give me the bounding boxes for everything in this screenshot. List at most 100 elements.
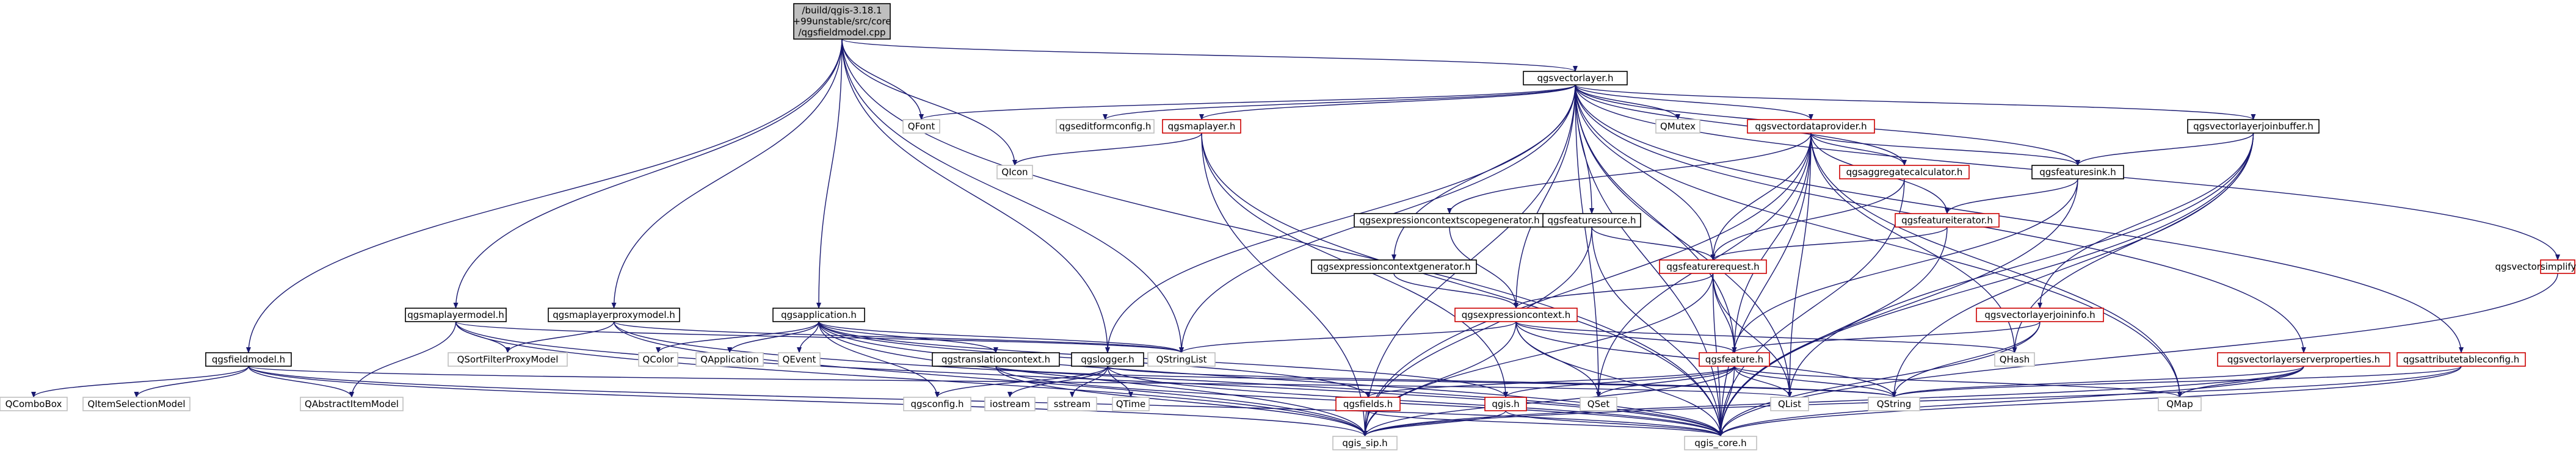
edge-qgsvectordataprovider-to-qgsfeature [1732,132,1812,353]
node-label: qgsexpressioncontext.h [1462,309,1571,320]
node-qgis[interactable]: qgis.h [1484,397,1527,411]
node-label: qgsapplication.h [781,309,857,320]
node-label: qgsmaplayer.h [1168,121,1236,132]
node-qapplication: QApplication [695,352,764,367]
edge-qgsvectordataprovider-to-qgsfeaturesink [1810,132,2080,166]
edge-qgsvectordataprovider-to-qmap [1810,132,2182,398]
edge-qgsvectorlayerjoinbuffer-to-qgsvectorlayerjoininfo [2037,132,2254,309]
node-label: QStringList [1156,354,1207,365]
edge-root-to-qgsvectorlayer [841,38,1578,72]
node-qgsmaplayer[interactable]: qgsmaplayer.h [1162,119,1241,134]
node-qgsfeaturesink[interactable]: qgsfeaturesink.h [2031,165,2124,179]
edge-qgsexpressioncontext-to-qstringlist [1179,321,1517,353]
edge-qgsmaplayermodel-to-qstringlist [455,321,1184,353]
edge-root-to-qgsmaplayermodel [453,38,843,309]
node-qgsexpressioncontextgenerator[interactable]: qgsexpressioncontextgenerator.h [1311,259,1477,274]
edge-qgsmaplayerproxymodel-to-qgis_sip [613,321,1368,437]
node-qgseditformconfig: qgseditformconfig.h [1056,119,1155,134]
node-qgsattributetableconfig[interactable]: qgsattributetableconfig.h [2396,352,2526,367]
edge-qgsfeature-to-qstring [1733,366,1896,398]
node-label: QApplication [700,354,759,365]
edge-qgsfeature-to-qlist [1733,366,1792,398]
edge-qgsmaplayermodel-to-qabstractitemmodel [349,321,457,398]
node-qgsfeaturerequest[interactable]: qgsfeaturerequest.h [1659,259,1767,274]
node-qcombobox: QComboBox [0,397,68,411]
node-qgsexpressioncontext[interactable]: qgsexpressioncontext.h [1454,308,1578,322]
node-label: QItemSelectionModel [87,399,185,410]
node-qgsvectorlayer[interactable]: qgsvectorlayer.h [1523,71,1628,85]
node-label: QSortFilterProxyModel [457,354,559,365]
edge-qgsfieldmodel-to-qabstractitemmodel [248,366,354,398]
node-qgsfieldmodel[interactable]: qgsfieldmodel.h [205,352,292,367]
node-qstringlist: QStringList [1147,352,1216,367]
node-qgsvectorlayerjoininfo[interactable]: qgsvectorlayerjoininfo.h [1976,308,2104,322]
edge-qgsapplication-to-qstringlist [818,321,1184,353]
edge-qgsvectorlayer-to-qgsaggregatecalculator [1575,84,1907,166]
node-label: qgsfieldmodel.h [212,354,285,365]
root-file-node[interactable]: /build/qgis-3.18.1 +99unstable/src/core … [793,3,891,40]
edge-qgsfeatureiterator-to-qgis_core [1718,226,1948,437]
node-qgslogger[interactable]: qgslogger.h [1071,352,1144,367]
edge-qgsmaplayer-to-qicon [1012,132,1202,166]
node-qgsfields[interactable]: qgsfields.h [1335,397,1401,411]
edge-qgslogger-to-qgsconfig [935,366,1108,398]
edge-qgsfeatureiterator-to-qgsfeaturerequest [1710,226,1948,261]
node-qgstranslationcontext[interactable]: qgstranslationcontext.h [932,352,1060,367]
node-label: qgsexpressioncontextgenerator.h [1317,261,1470,272]
edge-qgsfeature-to-qgis_sip [1362,366,1735,437]
dependency-edges [31,38,2560,437]
node-qgsvectorlayerjoinbuffer[interactable]: qgsvectorlayerjoinbuffer.h [2187,119,2320,134]
edge-qgslogger-to-sstream [1070,366,1108,398]
node-qgsconfig: qgsconfig.h [903,397,971,411]
edge-qgsmaplayer-to-qgis_core [1201,132,1723,437]
node-qgsmaplayermodel[interactable]: qgsmaplayermodel.h [405,308,507,322]
edge-root-to-qfont [841,38,924,120]
node-label: qgsmaplayerproxymodel.h [553,309,675,320]
node-label: qgsfeature.h [1705,354,1763,365]
edge-qgsfeaturesource-to-qgsfeaturerequest [1591,226,1716,261]
edge-qgis-to-qgis_sip [1362,410,1506,437]
edge-qgsvectorlayerserverproperties-to-qstring [1892,366,2304,398]
edge-qgsfeaturerequest-to-qgsexpressioncontext [1514,273,1714,309]
node-label: QList [1778,399,1801,410]
node-label: qgsfeaturerequest.h [1666,261,1759,272]
edge-qgsfieldmodel-to-qcombobox [31,366,249,398]
node-qgsexpressioncontextscopegenerator[interactable]: qgsexpressioncontextscopegenerator.h [1354,213,1545,228]
node-label: qgsvectorlayerserverproperties.h [2227,354,2380,365]
node-qgsvectordataprovider[interactable]: qgsvectordataprovider.h [1747,119,1875,134]
node-iostream: iostream [984,397,1036,411]
node-qset: QSet [1580,397,1617,411]
edge-qgsmaplayerproxymodel-to-qstringlist [613,321,1184,353]
edge-root-to-qgslogger [841,38,1110,353]
edge-qgsvectorlayerjoinbuffer-to-qgis_core [1718,132,2254,437]
edge-qgsvectordataprovider-to-qlist [1787,132,1812,398]
node-qgsvectorsimplifymethod[interactable]: qgsvectorsimplifymethod.h [2495,259,2576,274]
node-qgsfeaturesource[interactable]: qgsfeaturesource.h [1542,213,1641,228]
edge-qgsvectorlayer-to-qgseditformconfig [1103,84,1576,120]
edge-qgsfieldmodel-to-qgis_sip [248,366,1368,437]
edge-qgsvectordataprovider-to-qgsexpressioncontextscopegenerator [1447,132,1812,214]
node-qmutex: QMutex [1655,119,1700,134]
node-qgsapplication[interactable]: qgsapplication.h [772,308,865,322]
edge-qgsvectordataprovider-to-qgis_sip [1362,132,1812,437]
edge-qgsvectordataprovider-to-qgis_core [1718,132,1812,437]
edge-qgsvectorlayer-to-qset [1575,84,1601,398]
edge-qgsfeature-to-qgis_core [1718,366,1735,437]
node-qgsmaplayerproxymodel[interactable]: qgsmaplayerproxymodel.h [548,308,680,322]
node-qgsfeatureiterator[interactable]: qgsfeatureiterator.h [1895,213,2000,228]
edge-qgsvectorlayer-to-qgsvectordataprovider [1575,84,1813,120]
node-label: qgis_core.h [1694,438,1746,449]
node-qgsvectorlayerserverproperties[interactable]: qgsvectorlayerserverproperties.h [2217,352,2390,367]
node-label: qgsvectorsimplifymethod.h [2495,261,2576,272]
edge-qgslogger-to-qtime [1107,366,1133,398]
edge-qgis-to-qgis_core [1505,410,1723,437]
edge-qgsfeaturesink-to-qgsfeatureiterator [1945,178,2078,214]
edge-qgsapplication-to-qapplication [727,321,819,353]
node-qgsaggregatecalculator[interactable]: qgsaggregatecalculator.h [1839,165,1970,179]
node-label: QFont [908,121,935,132]
node-qgsfeature[interactable]: qgsfeature.h [1699,352,1770,367]
edge-qgslogger-to-iostream [1007,366,1108,398]
edge-qgsvectorlayerserverproperties-to-qmap [2177,366,2304,398]
node-qevent: QEvent [778,352,821,367]
